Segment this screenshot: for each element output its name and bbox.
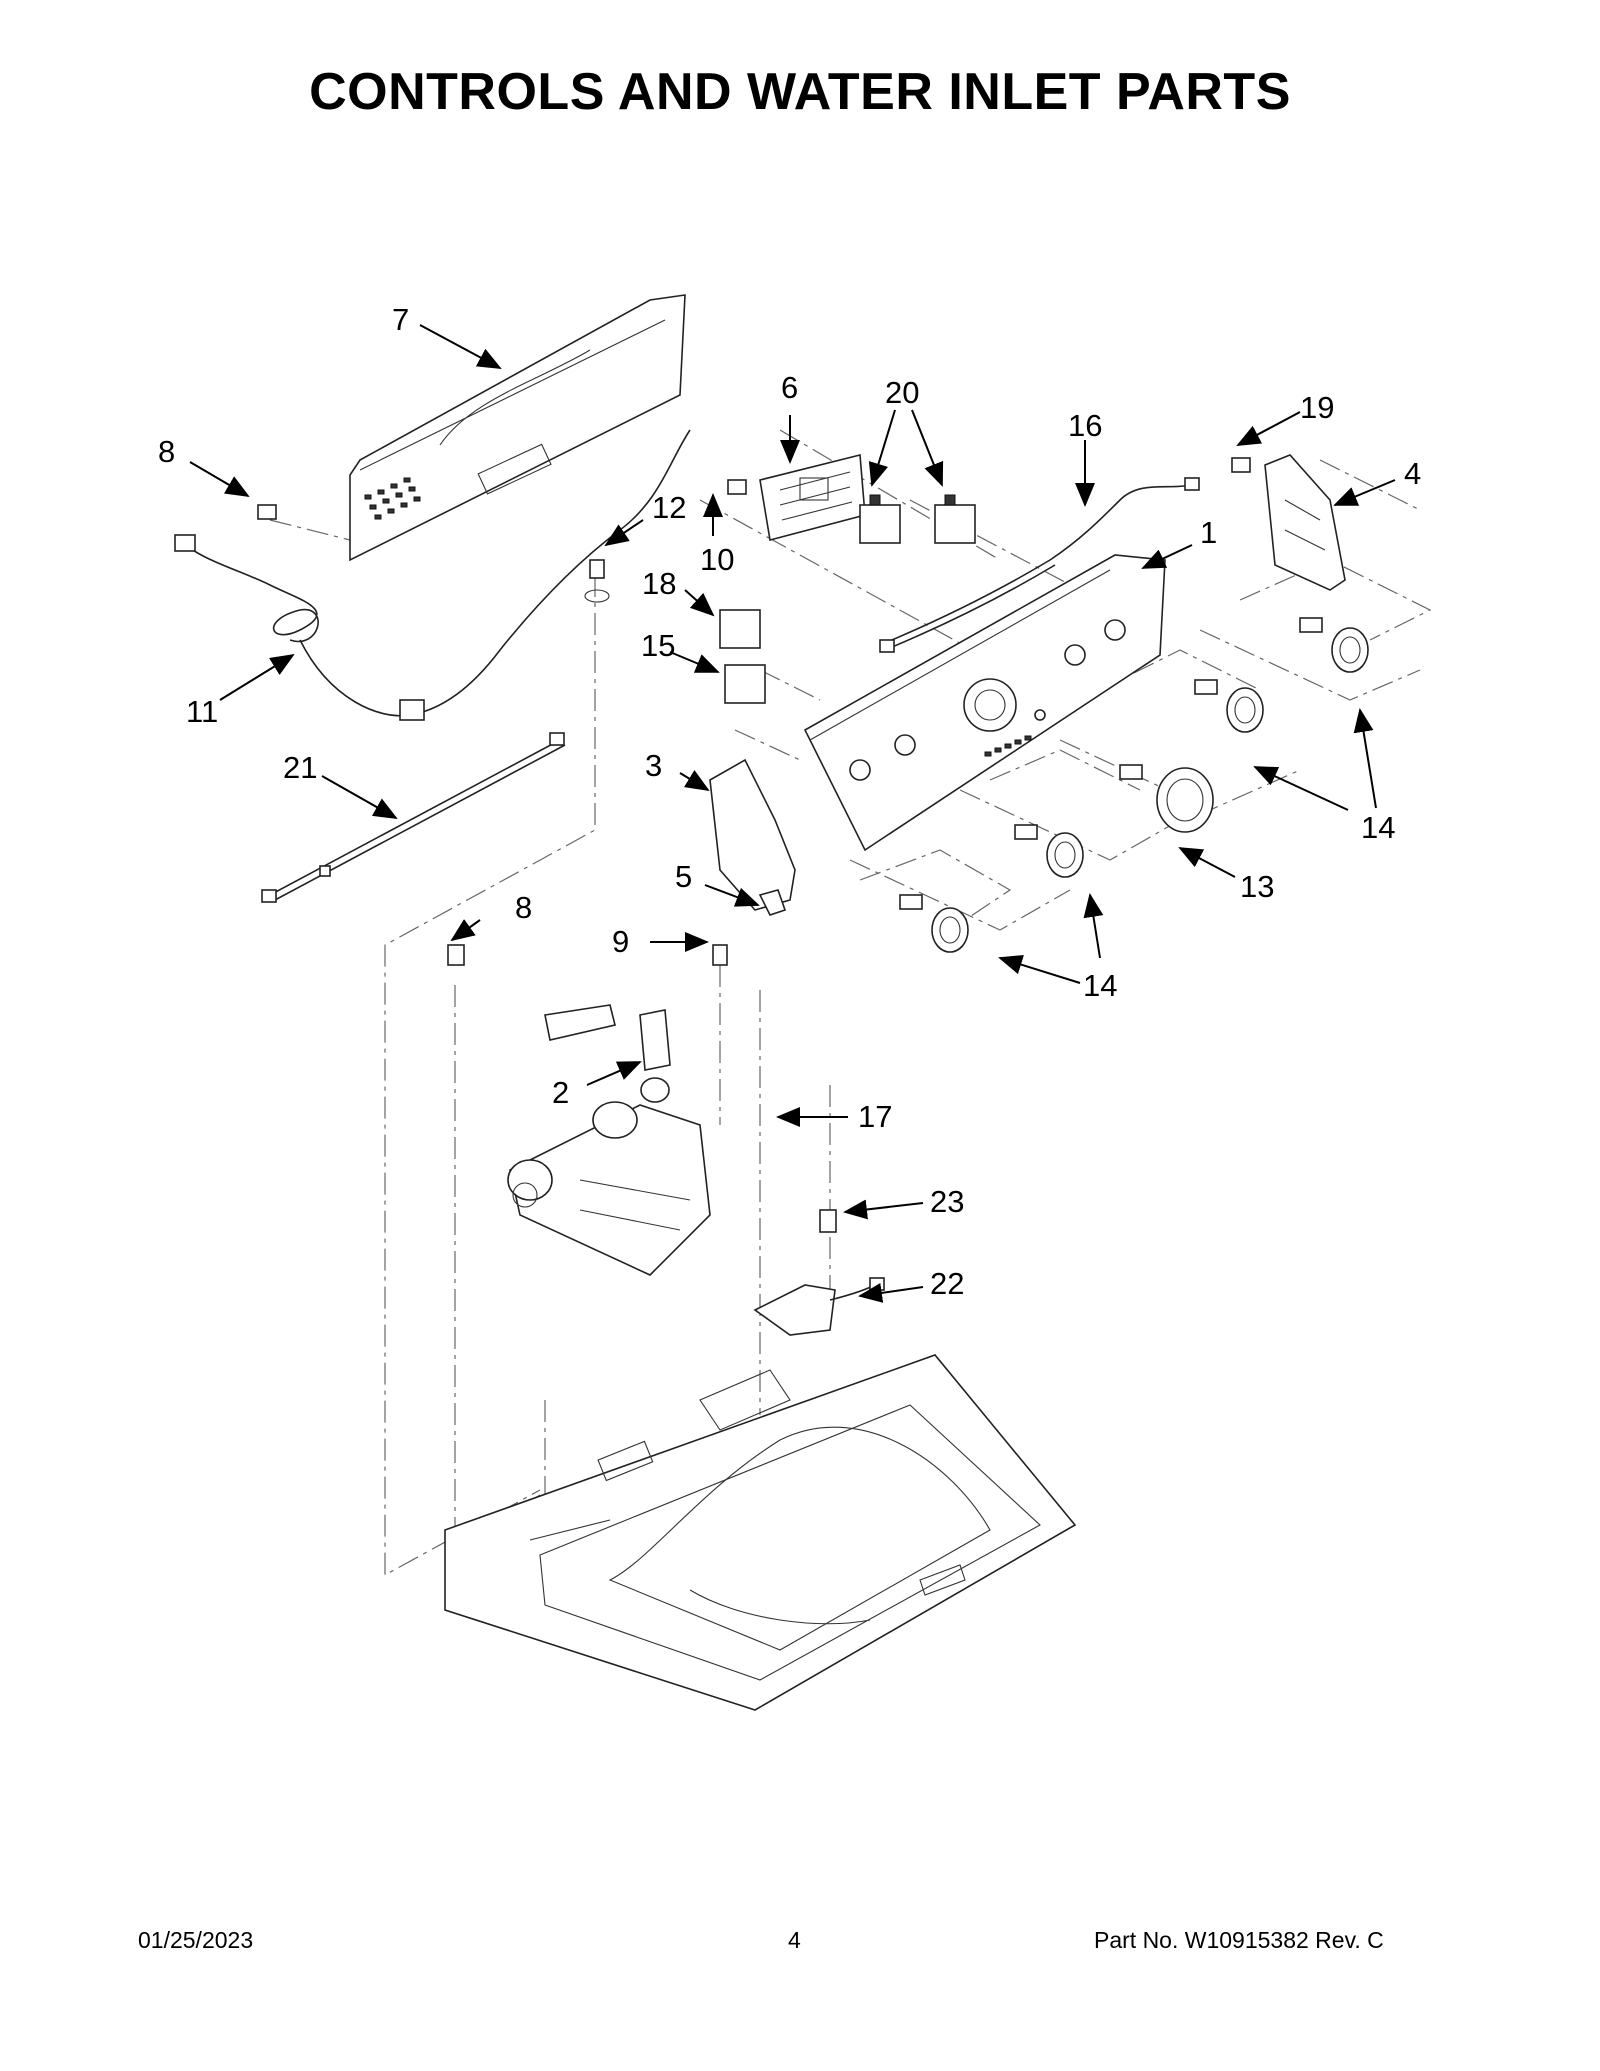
- callout-22: 22: [930, 1266, 964, 1301]
- water-inlet-part: [507, 1004, 711, 1276]
- footer-page-number: 4: [788, 1927, 801, 1953]
- callout-8-lower: 8: [515, 890, 532, 925]
- callout-19: 19: [1300, 390, 1334, 425]
- callout-7: 7: [392, 302, 409, 337]
- control-harness-part: [879, 477, 1200, 653]
- callout-5: 5: [675, 859, 692, 894]
- callout-6: 6: [781, 370, 798, 405]
- power-cord-part: [174, 429, 691, 721]
- knob-parts: [899, 617, 1369, 953]
- left-end-cap-part: [709, 758, 796, 916]
- control-board-part: [759, 453, 866, 541]
- callout-4: 4: [1404, 456, 1421, 491]
- washer-top-part: [444, 1354, 1077, 1711]
- callout-1: 1: [1200, 515, 1217, 550]
- callout-17: 17: [858, 1099, 892, 1134]
- lid-switch-part: [753, 1277, 885, 1336]
- callout-16: 16: [1068, 408, 1102, 443]
- switch-parts: [719, 494, 976, 704]
- callout-14-right: 14: [1361, 810, 1395, 845]
- callout-8-top: 8: [158, 434, 175, 469]
- callout-9: 9: [612, 924, 629, 959]
- callout-12: 12: [652, 490, 686, 525]
- rear-panel-part: [349, 294, 686, 562]
- callout-20: 20: [885, 375, 919, 410]
- footer-date: 01/25/2023: [138, 1927, 254, 1953]
- callout-13: 13: [1240, 869, 1274, 904]
- callout-10: 10: [700, 542, 734, 577]
- right-end-cap-part: [1264, 454, 1346, 591]
- callout-21: 21: [283, 750, 317, 785]
- callout-2: 2: [552, 1075, 569, 1110]
- footer-part-number: Part No. W10915382 Rev. C: [1094, 1927, 1384, 1953]
- console-part: [803, 554, 1166, 852]
- callout-18: 18: [642, 566, 676, 601]
- callout-arrows: [189, 324, 1396, 1303]
- callout-labels: 7 8 12 11 21 10 6 20 16 19 4 1 18 15 3 5…: [158, 302, 1421, 1301]
- callout-11: 11: [186, 694, 218, 729]
- callout-23: 23: [930, 1184, 964, 1219]
- wire-harness-part: [261, 732, 566, 903]
- callout-14-bottom: 14: [1083, 968, 1117, 1003]
- callout-3: 3: [645, 748, 662, 783]
- page-title: CONTROLS AND WATER INLET PARTS: [309, 63, 1291, 121]
- screw-parts: [257, 457, 1251, 1233]
- callout-15: 15: [641, 628, 675, 663]
